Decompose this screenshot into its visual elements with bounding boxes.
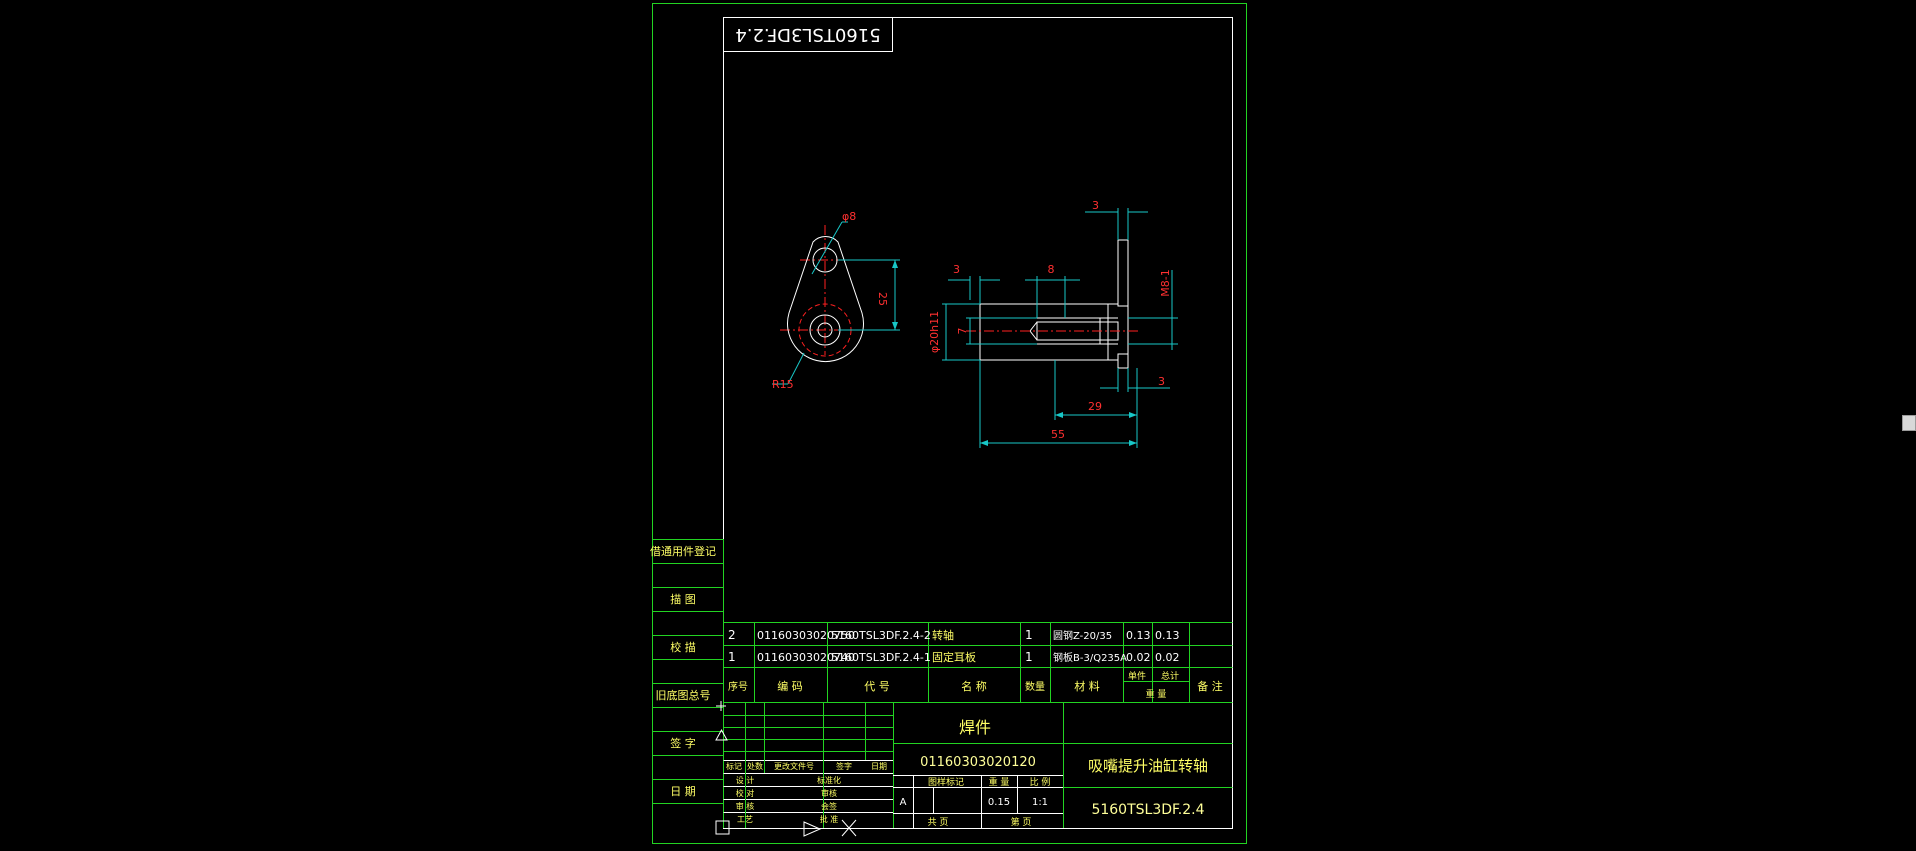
dim-r15: R15 xyxy=(772,378,794,391)
title-code: 01160303020120 xyxy=(920,755,1036,770)
bom-header-material: 材 料 xyxy=(1074,679,1100,693)
dim-25: 25 xyxy=(876,292,889,306)
left-label-old-number: 旧底图总号 xyxy=(656,688,711,702)
dim-3-right: 3 xyxy=(1158,375,1165,388)
bom-row2-qty: 1 xyxy=(1025,628,1033,642)
bom-row1-unit-weight: 0.02 xyxy=(1126,651,1151,664)
dim-phi20h11: φ20h11 xyxy=(928,311,941,353)
left-label-check: 校 描 xyxy=(670,640,696,654)
outer-frame xyxy=(652,3,1247,844)
title-header-scale: 比 例 xyxy=(1030,776,1051,788)
rev-header-sign: 签字 xyxy=(836,761,852,771)
title-drawing-number: 5160TSL3DF.2.4 xyxy=(1091,802,1204,818)
top-stamp-box xyxy=(723,17,893,52)
bom-row1-seq: 1 xyxy=(728,650,736,664)
sign-check: 校 对 xyxy=(736,788,755,798)
sign-process: 工艺 xyxy=(737,815,753,824)
left-label-registration: 借通用件登记 xyxy=(650,544,716,558)
sign-right-cosign: 会签 xyxy=(821,801,837,811)
dim-55: 55 xyxy=(1051,428,1065,441)
sign-standard: 标准化 xyxy=(817,775,841,785)
title-part-name: 吸嘴提升油缸转轴 xyxy=(1088,757,1208,775)
bom-row1-drawing: 5160TSL3DF.2.4-1 xyxy=(831,651,931,664)
bom-table: 2 01160303020750 5160TSL3DF.2.4-2 转轴 1 圆… xyxy=(723,622,1233,703)
dim-3-left: 3 xyxy=(953,263,960,276)
rev-header-count: 处数 xyxy=(747,761,763,771)
dim-29: 29 xyxy=(1088,400,1102,413)
bom-header-weight: 重 量 xyxy=(1146,688,1167,700)
vertical-scrollbar-thumb[interactable] xyxy=(1902,415,1916,431)
sign-right-review: 审核 xyxy=(821,788,837,798)
bom-row2-unit-weight: 0.13 xyxy=(1126,629,1151,642)
bom-row2-code: 01160303020750 xyxy=(757,629,855,642)
shaft-section-view: 3 3 8 φ20h11 7 M8-1 3 xyxy=(928,199,1178,448)
dim-m8: M8-1 xyxy=(1159,269,1172,296)
title-stage-value: A xyxy=(900,797,907,808)
sign-review: 审 核 xyxy=(736,801,755,811)
title-header-weight: 重 量 xyxy=(989,776,1010,788)
top-stamp-text: 5160TSL3DF.2.4 xyxy=(735,24,880,45)
title-sheet-total: 共 页 xyxy=(928,817,949,828)
bom-header-qty: 数量 xyxy=(1025,680,1045,693)
bom-header-drawing: 代 号 xyxy=(864,680,890,693)
bom-row2-seq: 2 xyxy=(728,628,736,642)
bom-header-code: 编 码 xyxy=(777,679,803,693)
bom-row2-drawing: 5160TSL3DF.2.4-2 xyxy=(831,629,931,642)
sign-approve: 批 准 xyxy=(820,814,839,824)
left-label-signature: 签 字 xyxy=(670,736,696,750)
rev-header-mark: 标记 xyxy=(726,761,742,771)
bom-header-total: 总计 xyxy=(1161,670,1179,682)
rev-header-date: 日期 xyxy=(871,762,887,771)
dim-7: 7 xyxy=(956,328,969,335)
title-scale-value: 1:1 xyxy=(1032,797,1048,808)
bom-header-name: 名 称 xyxy=(961,679,987,693)
dim-phi8: φ8 xyxy=(842,210,856,223)
bom-row1-qty: 1 xyxy=(1025,650,1033,664)
left-label-date: 日 期 xyxy=(670,785,696,798)
bom-row1-name: 固定耳板 xyxy=(932,650,976,664)
rev-header-doc: 更改文件号 xyxy=(774,761,814,771)
bom-row2-material: 圆钢Z-20/35 xyxy=(1053,629,1112,642)
title-sheet-page: 第 页 xyxy=(1011,816,1032,828)
bom-row1-material: 钢板B-3/Q235A xyxy=(1053,651,1127,664)
dim-8: 8 xyxy=(1048,263,1055,276)
bom-header-note: 备 注 xyxy=(1197,679,1223,693)
bom-header-seq: 序号 xyxy=(728,680,748,693)
left-column: 借通用件登记 描 图 校 描 旧底图总号 签 字 日 期 xyxy=(650,539,724,828)
sign-design: 设 计 xyxy=(736,775,755,785)
bom-row1-total-weight: 0.02 xyxy=(1155,651,1180,664)
bom-header-unit: 单件 xyxy=(1128,670,1146,682)
bom-row2-total-weight: 0.13 xyxy=(1155,629,1180,642)
title-part-type: 焊件 xyxy=(959,718,991,737)
plate-view: φ8 25 R15 xyxy=(772,210,900,391)
left-label-tracing: 描 图 xyxy=(670,592,696,606)
inner-frame xyxy=(723,17,1233,829)
title-weight-value: 0.15 xyxy=(988,797,1010,808)
title-header-stage: 图样标记 xyxy=(928,776,964,788)
bom-row1-code: 01160303020740 xyxy=(757,651,855,664)
bom-row2-name: 转轴 xyxy=(932,628,954,642)
title-block: 标记 处数 更改文件号 签字 日期 设 计 校 对 审 核 工艺 标准化 批 准… xyxy=(715,701,1233,837)
dim-3-top: 3 xyxy=(1092,199,1099,212)
